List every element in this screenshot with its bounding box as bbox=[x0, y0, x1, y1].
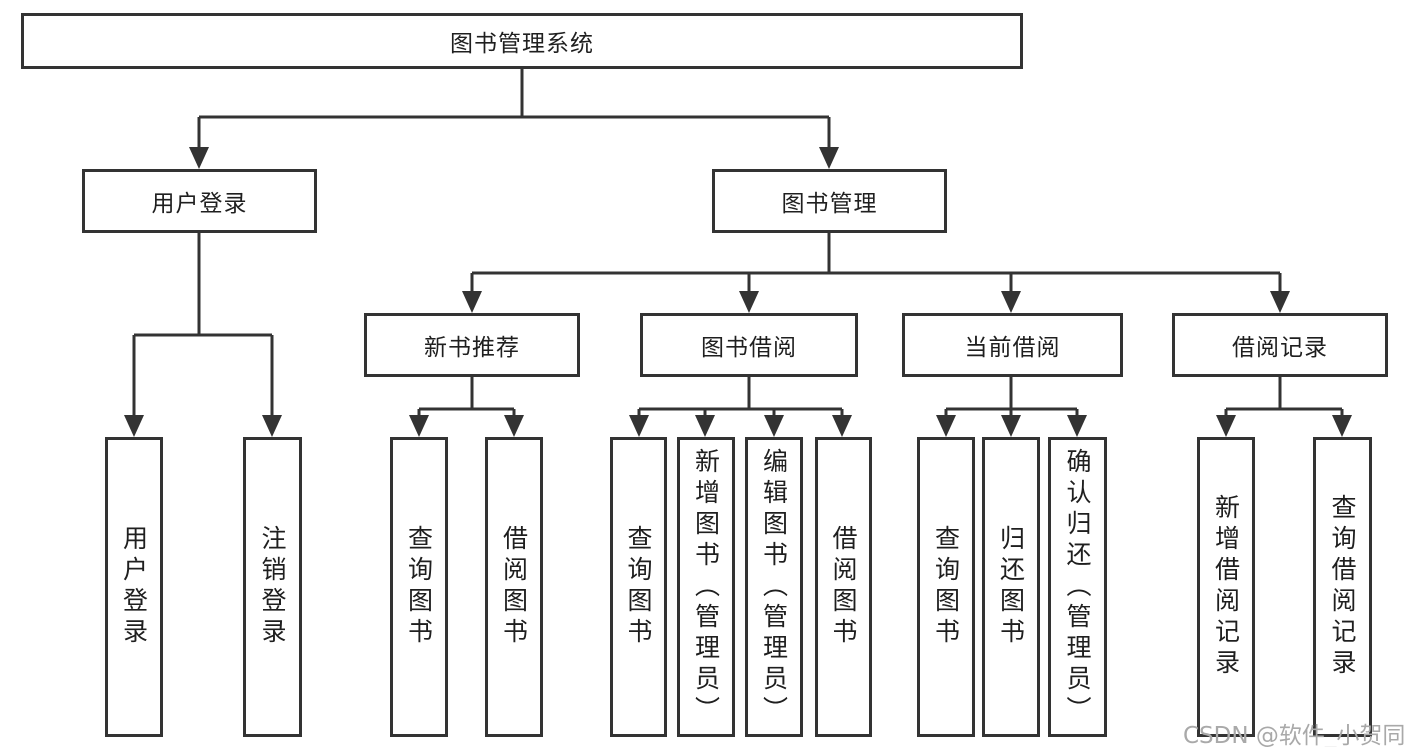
node-label: 新增图书（管理员） bbox=[691, 447, 721, 727]
connector-book-borrow-branch bbox=[637, 377, 844, 417]
arrowhead bbox=[936, 415, 956, 437]
leaf-newbook-query-books: 查询图书 bbox=[390, 437, 448, 737]
node-label: 图书管理系统 bbox=[450, 31, 594, 57]
leaf-borrow-borrow-books: 借阅图书 bbox=[815, 437, 872, 737]
arrowhead bbox=[1001, 291, 1021, 313]
node-label: 查询图书 bbox=[931, 525, 961, 649]
node-label: 图书管理 bbox=[781, 191, 878, 217]
leaf-newbook-borrow-books: 借阅图书 bbox=[485, 437, 543, 737]
node-current-borrow: 当前借阅 bbox=[902, 313, 1123, 377]
arrowhead bbox=[695, 415, 715, 437]
node-label: 新增借阅记录 bbox=[1211, 494, 1241, 680]
arrowhead bbox=[504, 415, 524, 437]
node-label: 当前借阅 bbox=[964, 335, 1061, 361]
node-label: 归还图书 bbox=[996, 525, 1026, 649]
node-label: 新书推荐 bbox=[424, 335, 520, 361]
arrowhead bbox=[832, 415, 852, 437]
csdn-watermark: CSDN @软件_小贺同学 bbox=[1183, 723, 1405, 747]
arrowhead bbox=[739, 291, 759, 313]
arrowhead bbox=[1001, 415, 1021, 437]
arrowhead bbox=[1067, 415, 1087, 437]
node-user-login: 用户登录 bbox=[82, 169, 317, 233]
connector-user-login-branch bbox=[132, 233, 274, 417]
connector-new-book-branch bbox=[417, 377, 516, 417]
connector-root-to-level2 bbox=[197, 69, 831, 149]
node-label: 图书借阅 bbox=[701, 335, 797, 361]
node-label: 确认归还（管理员） bbox=[1063, 447, 1092, 727]
node-label: 用户登录 bbox=[119, 525, 149, 649]
node-book-management: 图书管理 bbox=[712, 169, 947, 233]
leaf-borrow-edit-books-admin: 编辑图书（管理员） bbox=[745, 437, 803, 737]
leaf-records-query-borrow-record: 查询借阅记录 bbox=[1313, 437, 1372, 737]
leaf-records-add-borrow-record: 新增借阅记录 bbox=[1197, 437, 1255, 737]
leaf-borrow-query-books: 查询图书 bbox=[610, 437, 667, 737]
node-label: 借阅记录 bbox=[1232, 335, 1328, 361]
arrowhead bbox=[1332, 415, 1352, 437]
node-label: 查询图书 bbox=[404, 525, 434, 649]
node-new-book-recommend: 新书推荐 bbox=[364, 313, 580, 377]
arrowhead bbox=[764, 415, 784, 437]
arrowhead bbox=[189, 147, 209, 169]
arrowheads bbox=[124, 147, 1352, 437]
arrowhead bbox=[629, 415, 649, 437]
connector-borrow-records-branch bbox=[1224, 377, 1344, 417]
arrowhead bbox=[1216, 415, 1236, 437]
connector-book-management-branch bbox=[470, 233, 1282, 292]
arrowhead bbox=[124, 415, 144, 437]
node-label: 注销登录 bbox=[258, 525, 287, 649]
leaf-current-return-books: 归还图书 bbox=[982, 437, 1040, 737]
node-label: 编辑图书（管理员） bbox=[759, 447, 789, 727]
node-label: 查询图书 bbox=[624, 525, 653, 649]
node-library-management-system: 图书管理系统 bbox=[21, 13, 1023, 69]
node-label: 查询借阅记录 bbox=[1328, 494, 1357, 680]
arrowhead bbox=[262, 415, 282, 437]
arrowhead bbox=[819, 147, 839, 169]
node-label: 借阅图书 bbox=[829, 525, 858, 649]
arrowhead bbox=[1270, 291, 1290, 313]
connector-current-borrow-branch bbox=[944, 377, 1079, 417]
leaf-current-query-books: 查询图书 bbox=[917, 437, 975, 737]
arrowhead bbox=[462, 291, 482, 313]
node-book-borrow: 图书借阅 bbox=[640, 313, 858, 377]
leaf-user-login: 用户登录 bbox=[105, 437, 163, 737]
leaf-current-confirm-return-admin: 确认归还（管理员） bbox=[1048, 437, 1107, 737]
node-label: 借阅图书 bbox=[499, 525, 529, 649]
node-borrow-records: 借阅记录 bbox=[1172, 313, 1388, 377]
leaf-borrow-add-books-admin: 新增图书（管理员） bbox=[677, 437, 735, 737]
node-label: 用户登录 bbox=[151, 191, 248, 217]
leaf-logout: 注销登录 bbox=[243, 437, 302, 737]
arrowhead bbox=[409, 415, 429, 437]
